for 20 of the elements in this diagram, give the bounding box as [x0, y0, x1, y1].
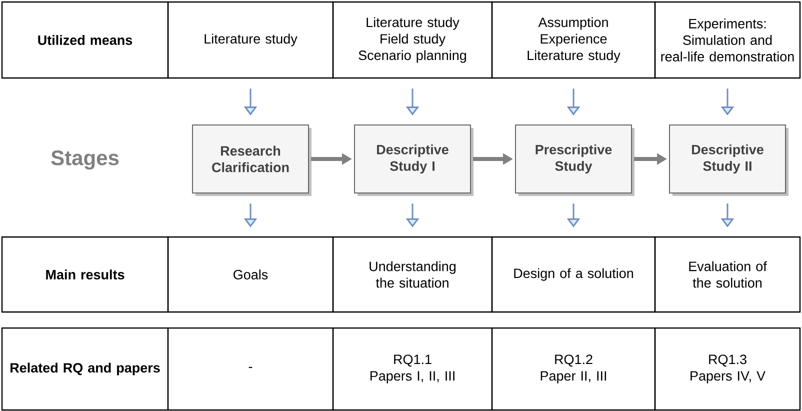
stage-box: Descriptive Study I [354, 124, 474, 196]
stage-box: Prescriptive Study [515, 124, 634, 196]
table-cell: Evaluation of the solution [654, 236, 801, 313]
table-cell: Goals [167, 236, 334, 313]
table-cell: RQ1.2 Paper II, III [491, 327, 656, 411]
table-cell: Literature study [167, 1, 334, 79]
table-cell: Assumption Experience Literature study [491, 1, 656, 79]
table-cell: - [167, 327, 334, 411]
row-header-cell: Main results [1, 236, 169, 313]
table-cell: Design of a solution [491, 236, 656, 313]
stage-box: Descriptive Study II [669, 124, 788, 196]
stage-box: Research Clarification [192, 124, 312, 196]
table-cell: Literature study Field study Scenario planning [332, 1, 493, 79]
stages-label: Stages [51, 150, 119, 170]
table-cell: Understanding the situation [332, 236, 493, 313]
row-header-cell: Related RQ and papers [1, 327, 169, 411]
table-cell: Experiments: Simulation and real-life demonstration [654, 1, 801, 79]
row-header-cell: Utilized means [1, 1, 169, 79]
table-cell: RQ1.3 Papers IV, V [654, 327, 801, 411]
table-cell: RQ1.1 Papers I, II, III [332, 327, 493, 411]
